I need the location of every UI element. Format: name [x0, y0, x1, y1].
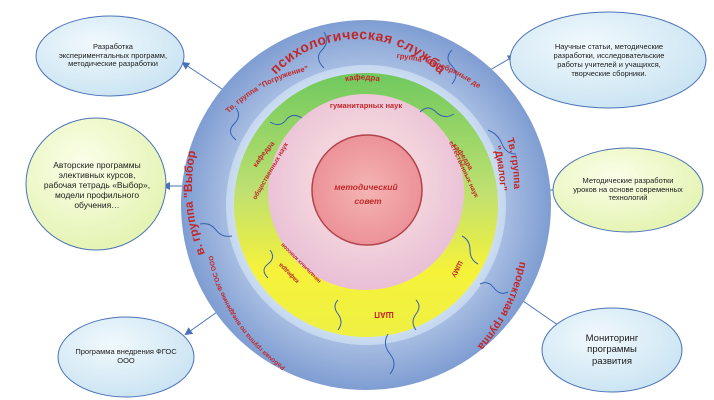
bubble-bottom-left-text: Программа внедрения ФГОС ООО [75, 347, 177, 365]
center-label-1: методический [334, 182, 398, 192]
bubble-left [25, 117, 167, 251]
bubble-left-text: Авторские программы элективных курсов, р… [43, 159, 151, 211]
bubble-right-text: Методические разработки уроков на основе… [573, 175, 683, 203]
segment-dividers [199, 31, 517, 375]
bubble-right [552, 147, 704, 233]
center-circle [311, 134, 423, 246]
bubble-top-right-text: Научные статьи, методические разработки,… [553, 42, 665, 78]
humanities-label-1: кафедра [344, 73, 381, 84]
bubble-top-left [35, 15, 185, 97]
shap-label: ШАП [374, 310, 394, 319]
bubble-bottom-right-text: Мониторинг программы развития [585, 333, 639, 367]
bubble-bottom-left [57, 316, 195, 398]
bubble-top-left-text: Разработка экспериментальных программ, м… [58, 41, 168, 69]
bubble-bottom-right [541, 307, 683, 393]
humanities-label-2: гуманитарных наук [330, 101, 402, 110]
center-label-2: совет [354, 196, 382, 206]
bubble-top-right [509, 11, 707, 109]
